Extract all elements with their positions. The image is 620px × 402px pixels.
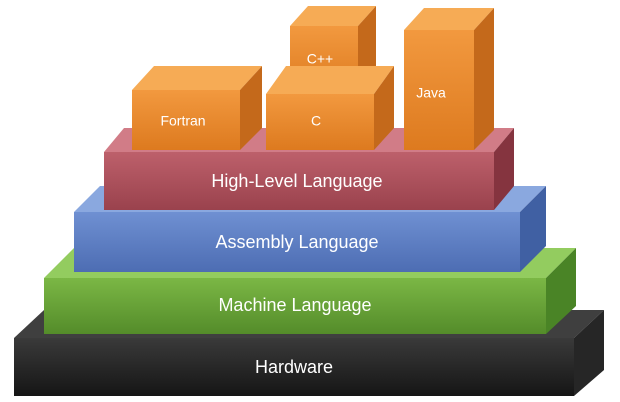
java-label: Java — [416, 85, 446, 101]
assembly-layer-front — [74, 212, 520, 272]
java-block-front — [404, 30, 474, 150]
c-block-side — [374, 66, 394, 150]
fortran-block-side — [240, 66, 262, 150]
fortran-block-top — [132, 66, 262, 90]
assembly-language-label: Assembly Language — [215, 232, 378, 252]
high-level-layer-side — [494, 128, 514, 210]
c-label: C — [311, 113, 321, 129]
high-level-language-label: High-Level Language — [211, 171, 382, 191]
java-block: Java — [404, 8, 494, 150]
fortran-block-front — [132, 90, 240, 150]
c-block-front — [266, 94, 374, 150]
c-block-top — [266, 66, 394, 94]
hardware-layer-front — [14, 338, 574, 396]
machine-layer-side — [546, 248, 576, 334]
assembly-layer-side — [520, 186, 546, 272]
java-block-side — [474, 8, 494, 150]
hardware-layer-side — [574, 310, 604, 396]
hardware-label: Hardware — [255, 357, 333, 377]
machine-language-label: Machine Language — [218, 295, 371, 315]
c-block: C — [266, 66, 394, 150]
fortran-block: Fortran — [132, 66, 262, 150]
machine-layer-front — [44, 278, 546, 334]
java-block-top — [404, 8, 494, 30]
cpp-label: C++ — [307, 51, 333, 67]
high-level-layer-front — [104, 152, 494, 210]
fortran-label: Fortran — [160, 113, 205, 129]
cpp-block-top — [290, 6, 376, 26]
